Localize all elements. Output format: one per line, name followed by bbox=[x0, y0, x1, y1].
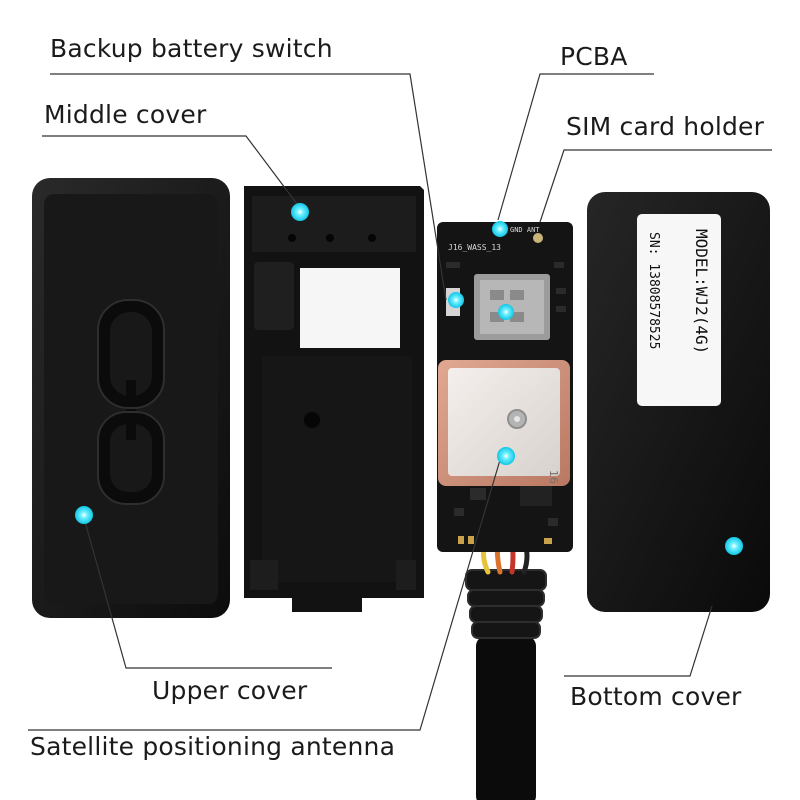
middle-cover-panel bbox=[262, 356, 412, 582]
leader-middle-cover bbox=[42, 135, 301, 209]
leader-satellite-positioning-antenna bbox=[380, 459, 501, 731]
pcba: J16_WASS_13 GND ANT bbox=[437, 222, 573, 552]
leader-upper-cover bbox=[83, 517, 332, 669]
satellite-positioning-antenna: 16 bbox=[438, 360, 570, 486]
antenna-number: 16 bbox=[547, 470, 560, 484]
marker-bottom-cover-icon bbox=[725, 537, 743, 555]
label-bottom-cover: Bottom cover bbox=[570, 682, 742, 711]
leader-backup-battery-switch bbox=[50, 73, 447, 301]
middle-cover-top-rib bbox=[252, 196, 416, 252]
model-sticker bbox=[637, 214, 721, 406]
pcba-silk-top: J16_WASS_13 bbox=[448, 243, 501, 252]
serial-text: SN: 13808578525 bbox=[646, 232, 661, 349]
model-text: MODEL:WJ2(4G) bbox=[692, 229, 711, 354]
middle-cover bbox=[244, 186, 424, 612]
label-upper-cover: Upper cover bbox=[152, 676, 308, 705]
label-backup-battery-switch: Backup battery switch bbox=[50, 34, 333, 63]
label-middle-cover: Middle cover bbox=[44, 100, 207, 129]
cable bbox=[465, 537, 547, 800]
marker-backup-battery-switch-icon bbox=[448, 292, 464, 308]
leader-bottom-cover bbox=[564, 605, 713, 677]
marker-sim-card-holder-icon bbox=[498, 304, 514, 320]
upper-cover bbox=[32, 178, 230, 618]
pcba-gnd-ant: GND ANT bbox=[510, 226, 540, 234]
label-pcba: PCBA bbox=[560, 42, 628, 71]
marker-upper-cover-icon bbox=[75, 506, 93, 524]
chain-link-logo-icon bbox=[98, 300, 164, 504]
pcba-pads bbox=[458, 536, 552, 544]
middle-cover-screw-hole bbox=[304, 412, 320, 428]
label-sim-card-holder: SIM card holder bbox=[566, 112, 765, 141]
leader-pcba bbox=[497, 73, 654, 221]
chain-link-logo-highlight bbox=[97, 299, 165, 505]
marker-pcba-icon bbox=[492, 221, 508, 237]
cable-boot bbox=[465, 569, 547, 639]
leader-lines bbox=[28, 73, 772, 731]
marker-satellite-antenna-icon bbox=[497, 447, 515, 465]
label-satellite-positioning-antenna: Satellite positioning antenna bbox=[30, 732, 396, 761]
antenna-connector bbox=[533, 233, 543, 243]
leader-sim-card-holder bbox=[539, 149, 772, 223]
middle-cover-window bbox=[300, 268, 400, 348]
marker-dots bbox=[75, 203, 743, 555]
middle-cover-clip bbox=[254, 262, 294, 330]
marker-middle-cover-icon bbox=[291, 203, 309, 221]
cable-sheath bbox=[476, 636, 536, 800]
bottom-cover: MODEL:WJ2(4G) SN: 13808578525 bbox=[587, 192, 770, 612]
